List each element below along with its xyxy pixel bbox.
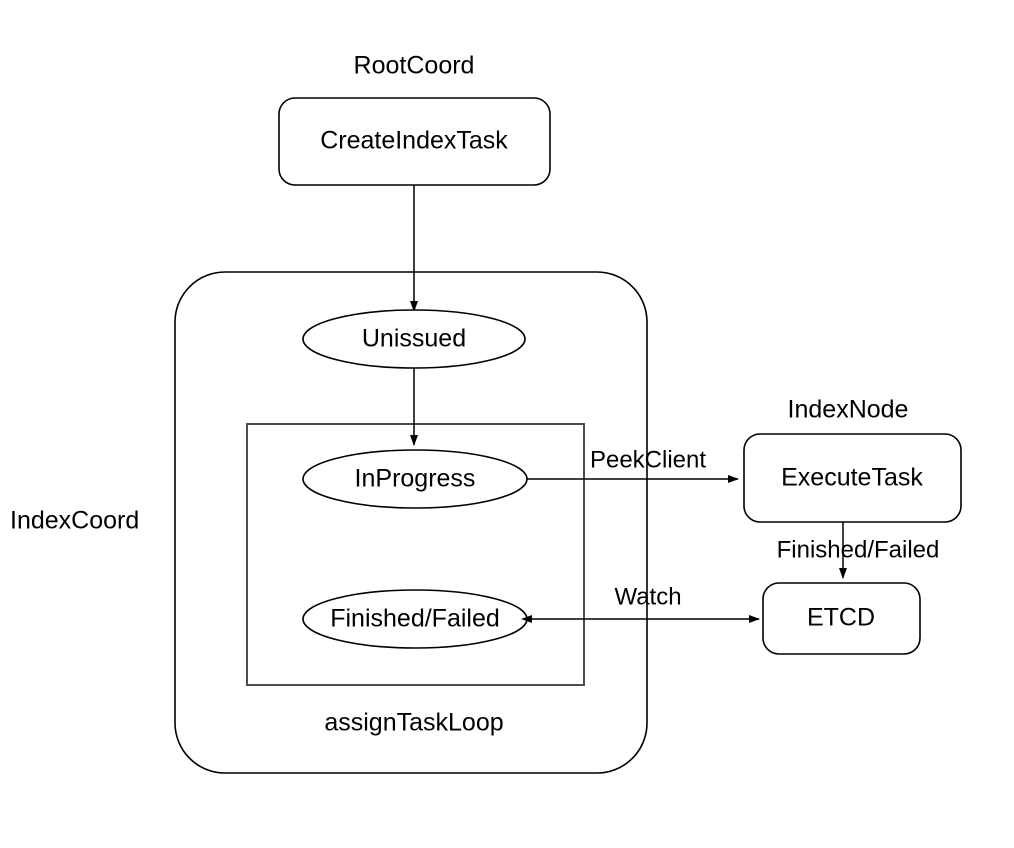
group-label-assigntaskloop: assignTaskLoop — [324, 709, 503, 737]
node-execute-task[interactable] — [743, 433, 962, 523]
node-label-etcd: ETCD — [807, 604, 875, 632]
group-label-indexnode: IndexNode — [788, 396, 909, 424]
node-label-in-progress: InProgress — [355, 465, 476, 493]
group-container-assigntaskloop — [246, 423, 585, 686]
node-label-unissued: Unissued — [362, 325, 466, 353]
node-label-create-index-task: CreateIndexTask — [320, 127, 508, 155]
group-container-indexcoord — [174, 271, 648, 774]
node-label-execute-task: ExecuteTask — [781, 464, 923, 492]
edge-label-finished-failed: Finished/Failed — [777, 536, 940, 563]
group-label-indexcoord: IndexCoord — [10, 507, 139, 535]
edge-label-watch: Watch — [614, 583, 681, 610]
node-etcd[interactable] — [762, 582, 921, 655]
group-label-rootcoord: RootCoord — [354, 52, 475, 80]
edge-label-peekclient: PeekClient — [590, 446, 706, 473]
node-label-finished-failed: Finished/Failed — [330, 605, 500, 633]
